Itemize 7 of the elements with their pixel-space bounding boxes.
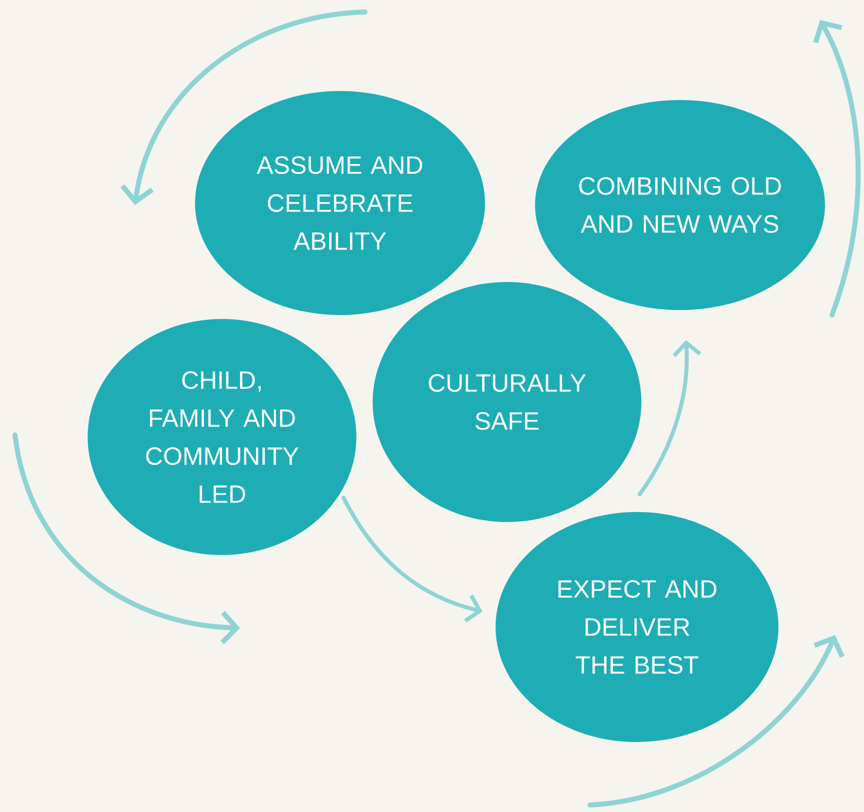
- text-blob: ASSUME AND CELEBRATE ABILITY: [195, 91, 485, 315]
- text-blob: COMBINING OLD AND NEW WAYS: [535, 100, 825, 310]
- text-blob: EXPECT AND DELIVER THE BEST: [496, 512, 778, 742]
- text-blob: CHILD, FAMILY AND COMMUNITY LED: [88, 319, 356, 555]
- arrow: [342, 496, 483, 622]
- arrow: [638, 340, 702, 496]
- text-blob: CULTURALLY SAFE: [372, 282, 642, 522]
